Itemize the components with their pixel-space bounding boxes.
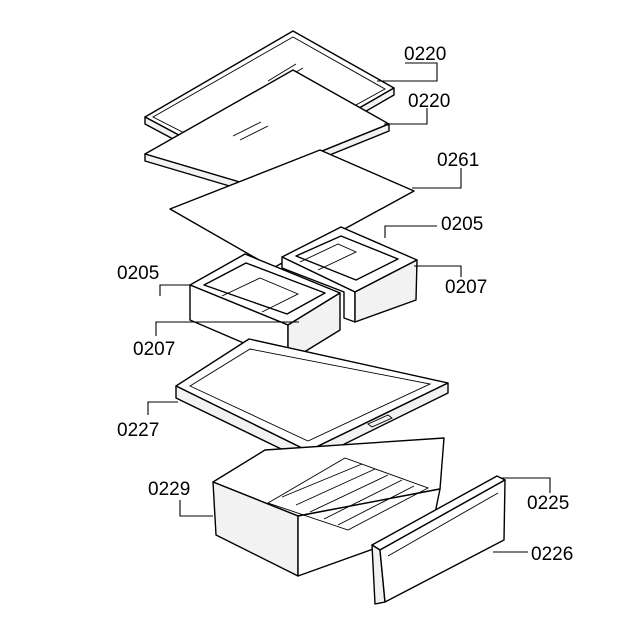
label-0225: 0225 [527, 493, 569, 514]
label-0261: 0261 [437, 150, 479, 171]
label-0205-right: 0205 [441, 214, 483, 235]
crisper-front-panel [371, 475, 506, 605]
part-labels: 0220 0220 0261 0205 0207 0205 0207 0227 … [117, 44, 573, 565]
leader-lines [147, 62, 551, 553]
drawer-right [281, 226, 418, 323]
label-0227: 0227 [117, 420, 159, 441]
label-0229: 0229 [148, 479, 190, 500]
crisper-cover [175, 338, 449, 463]
label-0226: 0226 [531, 544, 573, 565]
shelf-sheet [169, 149, 415, 269]
label-0220-top: 0220 [404, 44, 446, 65]
label-0207-left: 0207 [133, 339, 175, 360]
label-0220-second: 0220 [408, 91, 450, 112]
label-0207-right: 0207 [445, 277, 487, 298]
label-0205-left: 0205 [117, 263, 159, 284]
